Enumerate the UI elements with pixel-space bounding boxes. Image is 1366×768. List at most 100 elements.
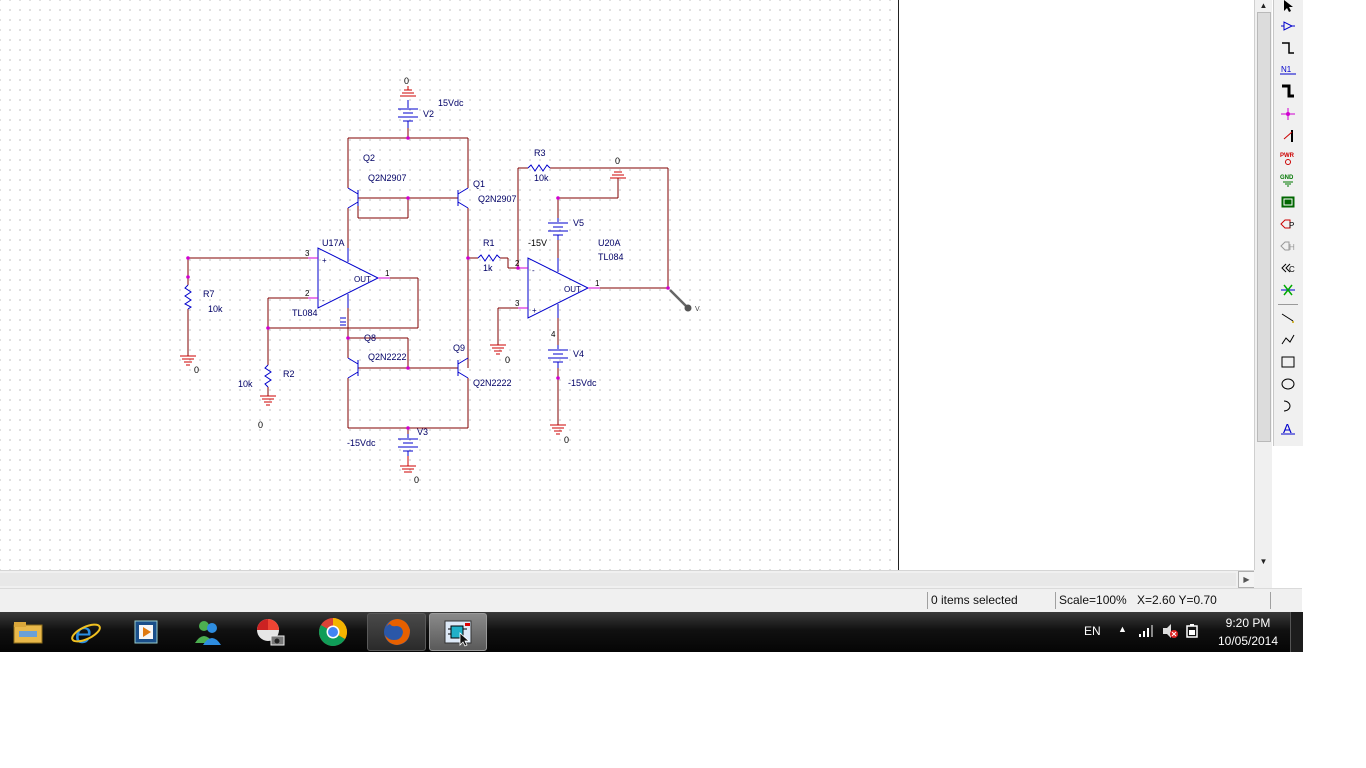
scroll-corner — [1254, 570, 1272, 588]
vertical-scrollbar[interactable]: ▲ ▼ — [1254, 0, 1272, 570]
u20-pin2: 2 — [515, 259, 520, 268]
ground-tool-icon[interactable]: GND — [1277, 170, 1299, 190]
windows-live-messenger-icon[interactable] — [180, 613, 236, 651]
system-tray: EN ▲ 9:20 PM 10/05/2014 — [1072, 612, 1302, 652]
r2-name: R2 — [283, 369, 295, 379]
draw-toolbar: N1 PWR GND P H C A — [1273, 0, 1303, 446]
junction-tool-icon[interactable] — [1277, 104, 1299, 124]
r7-name: R7 — [203, 289, 215, 299]
q9-name: Q9 — [453, 343, 465, 353]
status-bar: 0 items selected Scale=100% X=2.60 Y=0.7… — [0, 588, 1302, 613]
volume-muted-icon[interactable] — [1162, 623, 1178, 639]
bus-tool-icon[interactable] — [1277, 81, 1299, 101]
port-tool-icon[interactable]: P — [1277, 214, 1299, 234]
r2-ground-label: 0 — [258, 420, 263, 430]
net-alias-tool-icon[interactable]: N1 — [1277, 59, 1299, 79]
voltage-probe[interactable] — [669, 289, 692, 312]
bus-entry-tool-icon[interactable] — [1277, 126, 1299, 146]
coordinates-status: X=2.60 Y=0.70 — [1137, 593, 1217, 607]
u20-out: OUT — [564, 285, 581, 294]
arc-tool-icon[interactable] — [1277, 396, 1299, 416]
select-tool-icon[interactable] — [1277, 0, 1299, 16]
scroll-right-icon[interactable]: ▶ — [1238, 571, 1255, 588]
v4-ground-label: 0 — [564, 435, 569, 445]
q8-name: Q8 — [364, 333, 376, 343]
power-tool-icon[interactable]: PWR — [1277, 148, 1299, 168]
q9-model: Q2N2222 — [473, 378, 512, 388]
svg-text:GND: GND — [1280, 175, 1294, 181]
q1-model: Q2N2907 — [478, 194, 517, 204]
u17-pin3: 3 — [305, 249, 310, 258]
schematic-drawing[interactable]: 0 15Vdc V2 Q2 Q2N2907 Q1 Q2N2907 U17A TL… — [0, 0, 898, 570]
r3-value: 10k — [534, 173, 549, 183]
u17-name: U17A — [322, 238, 345, 248]
schematic-canvas[interactable] — [0, 0, 898, 570]
r7-ground-label: 0 — [194, 365, 199, 375]
r7-value: 10k — [208, 304, 223, 314]
v3-ground-label: 0 — [414, 475, 419, 485]
orcad-capture-icon[interactable] — [429, 613, 487, 651]
ellipse-tool-icon[interactable] — [1277, 374, 1299, 394]
network-signal-icon[interactable] — [1138, 624, 1154, 638]
show-hidden-icons-icon[interactable]: ▲ — [1118, 624, 1127, 634]
horizontal-scrollbar-thumb[interactable] — [0, 573, 1236, 586]
svg-text:-: - — [322, 296, 325, 305]
svg-text:C: C — [1289, 265, 1295, 274]
hierarchical-block-tool-icon[interactable] — [1277, 192, 1299, 212]
u17-out: OUT — [354, 275, 371, 284]
rectangle-tool-icon[interactable] — [1277, 352, 1299, 372]
svg-text:N1: N1 — [1281, 65, 1292, 74]
junctions — [186, 136, 670, 430]
r2-value: 10k — [238, 379, 253, 389]
media-player-icon[interactable] — [118, 613, 174, 651]
wire-tool-icon[interactable] — [1277, 38, 1299, 58]
ground-symbols — [180, 86, 626, 473]
q1-name: Q1 — [473, 179, 485, 189]
battery-icon[interactable] — [1184, 623, 1200, 639]
q2-model: Q2N2907 — [368, 173, 407, 183]
secondary-pane — [898, 0, 1255, 570]
language-indicator[interactable]: EN — [1084, 624, 1101, 638]
horizontal-scrollbar[interactable] — [0, 570, 1271, 589]
firefox-icon[interactable] — [367, 613, 426, 651]
internet-explorer-icon[interactable]: e — [58, 613, 114, 651]
v4-name: V4 — [573, 349, 584, 359]
text-tool-icon[interactable]: A — [1277, 418, 1299, 438]
u20-pin1: 1 — [595, 279, 600, 288]
v4-value: -15Vdc — [568, 378, 597, 388]
v5-ground-label: 0 — [615, 156, 620, 166]
r3-name: R3 — [534, 148, 546, 158]
clock-time[interactable]: 9:20 PM — [1225, 616, 1271, 630]
u17-pin2: 2 — [305, 289, 310, 298]
line-tool-icon[interactable] — [1277, 308, 1299, 328]
svg-text:-: - — [532, 266, 535, 275]
svg-text:PWR: PWR — [1280, 153, 1295, 159]
scroll-down-icon[interactable]: ▼ — [1259, 557, 1268, 566]
parts — [184, 100, 590, 456]
v5-value: -15V — [528, 238, 547, 248]
v3-name: V3 — [417, 427, 428, 437]
no-connect-tool-icon[interactable] — [1277, 280, 1299, 300]
u20-name: U20A — [598, 238, 621, 248]
file-explorer-icon[interactable] — [0, 613, 56, 651]
selection-status: 0 items selected — [927, 592, 1055, 609]
v2-name: V2 — [423, 109, 434, 119]
polyline-tool-icon[interactable] — [1277, 330, 1299, 350]
u17-pin1: 1 — [385, 269, 390, 278]
scroll-up-icon[interactable]: ▲ — [1259, 1, 1268, 10]
pin-tool-icon[interactable]: H — [1277, 236, 1299, 256]
u20-model: TL084 — [598, 252, 624, 262]
scrollbar-thumb[interactable] — [1257, 12, 1271, 442]
show-desktop-button[interactable] — [1290, 612, 1303, 652]
clock-date[interactable]: 10/05/2014 — [1217, 634, 1279, 648]
part-tool-icon[interactable] — [1277, 16, 1299, 36]
u20-pin4: 4 — [551, 330, 556, 339]
svg-text:A: A — [1283, 421, 1292, 435]
off-page-connector-tool-icon[interactable]: C — [1277, 258, 1299, 278]
chrome-icon[interactable] — [305, 613, 361, 651]
svg-text:+: + — [532, 306, 537, 315]
v3-value: -15Vdc — [347, 438, 376, 448]
u17-model: TL084 — [292, 308, 318, 318]
v2-ground-label: 0 — [404, 76, 409, 86]
photo-app-icon[interactable] — [242, 613, 298, 651]
